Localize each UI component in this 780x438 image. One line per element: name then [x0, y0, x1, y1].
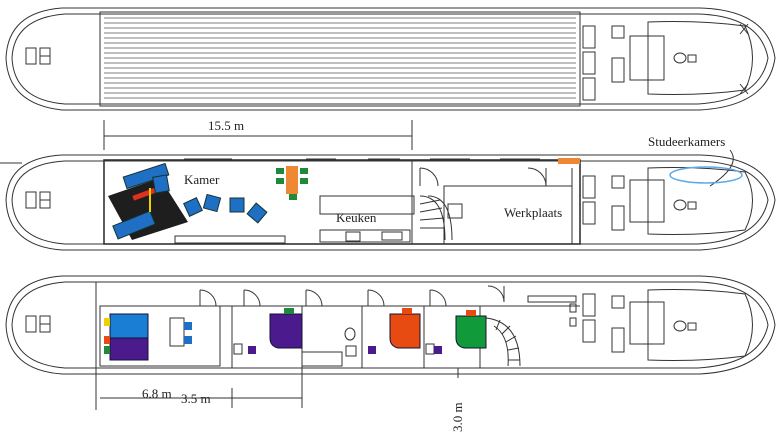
- dimension-width-cabin: 3.5 m: [181, 391, 211, 406]
- label-werkplaats: Werkplaats: [504, 205, 562, 220]
- main-deck: [0, 154, 776, 251]
- dimension-length-label: 15.5 m: [208, 118, 244, 133]
- dimension-length: [103, 120, 413, 150]
- label-keuken: Keuken: [336, 210, 377, 225]
- bed-red-cabin: [389, 313, 421, 349]
- bed-green-cabin: [455, 315, 487, 349]
- bed-purple-main: [109, 337, 149, 361]
- bed-purple-cabin: [269, 313, 303, 349]
- studeerkamers-highlight: [669, 166, 743, 184]
- sofa-left: [112, 210, 156, 240]
- deck-slats: [104, 17, 576, 99]
- deck-hatch: [99, 11, 581, 107]
- bed-blue: [109, 313, 149, 341]
- label-studeerkamers: Studeerkamers: [648, 134, 725, 149]
- dimension-beam: 3.0 m: [450, 402, 465, 432]
- sofa-top: [122, 162, 170, 190]
- dimension-width-room: 6.8 m: [142, 386, 172, 401]
- dining-table: [286, 166, 298, 194]
- top-deck: [5, 7, 776, 111]
- label-kamer: Kamer: [184, 172, 220, 187]
- lower-dimensions: [100, 360, 459, 408]
- lower-deck: [5, 275, 776, 410]
- living-room-furniture: [108, 158, 580, 240]
- beds: [104, 308, 487, 361]
